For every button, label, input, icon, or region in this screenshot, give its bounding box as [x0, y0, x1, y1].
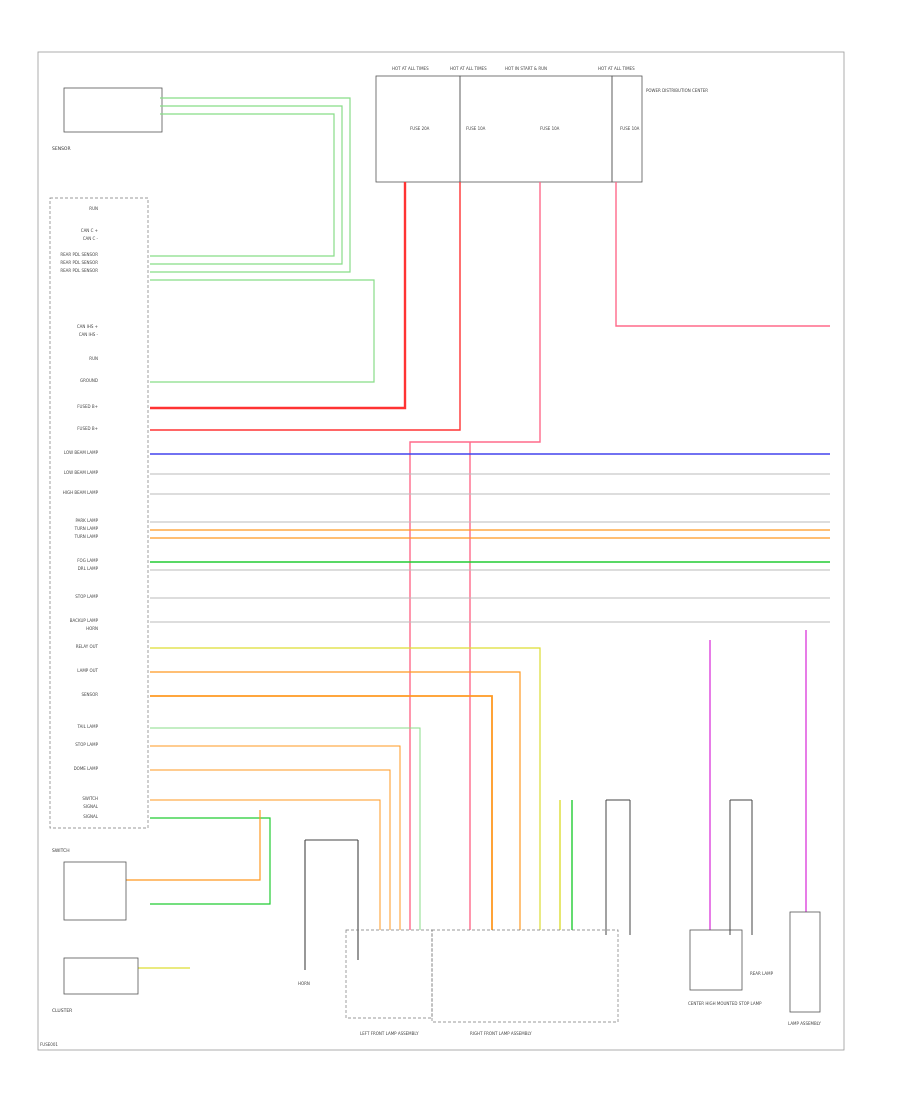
footer-code: FUSE001: [40, 1042, 58, 1047]
switch-box: [63, 861, 127, 921]
top-box-label-2: HOT AT ALL TIMES: [450, 66, 487, 71]
left-pin-label: RUN: [89, 206, 98, 211]
top-box-label-3: HOT IN START & RUN: [505, 66, 547, 71]
fuse-label-3: FUSE 10A: [540, 126, 560, 131]
left-pin-label: LOW BEAM LAMP: [64, 450, 99, 455]
wire-pink-right: [615, 182, 830, 327]
switch-caption: SWITCH: [52, 848, 70, 854]
wire-pink-feed: [409, 182, 541, 930]
wire-orange-branch-2: [150, 745, 401, 930]
left-pin-label: CAN IHS +: [77, 324, 98, 329]
bottom-modules: LEFT FRONT LAMP ASSEMBLY RIGHT FRONT LAM…: [345, 911, 821, 1036]
left-pin-label: LOW BEAM LAMP: [64, 470, 99, 475]
left-pin-label: TAIL LAMP: [77, 724, 99, 729]
left-pin-label: BACKUP LAMP: [70, 618, 99, 623]
lamp-connector-a: [605, 799, 631, 935]
left-pin-label: CAN IHS -: [79, 332, 99, 337]
top-box-label-1: HOT AT ALL TIMES: [392, 66, 429, 71]
left-pin-label: PARK LAMP: [76, 518, 99, 523]
wire-orange-branch: [150, 671, 521, 930]
diagram-frame: [37, 51, 845, 1051]
left-pin-label: DRL LAMP: [78, 566, 99, 571]
left-pin-label: HIGH BEAM LAMP: [63, 490, 99, 495]
controller-module: [49, 197, 149, 829]
wire-green-loop: [150, 279, 375, 383]
left-pin-label: SIGNAL: [83, 814, 99, 819]
module-label-3: CENTER HIGH MOUNTED STOP LAMP: [688, 1001, 762, 1006]
cluster-box: [63, 957, 139, 995]
left-pin-label: DOME LAMP: [74, 766, 99, 771]
fuse-label-1: FUSE 20A: [410, 126, 430, 131]
sensor-caption: SENSOR: [52, 146, 71, 152]
wire-lightgreen-branch: [150, 727, 421, 930]
wire-yellow-branch: [150, 647, 541, 930]
left-pin-label: HORN: [86, 626, 98, 631]
wire-orange-branch-4: [150, 799, 381, 930]
left-pin-label: CAN C +: [81, 228, 98, 233]
power-distribution-center: HOT AT ALL TIMES HOT AT ALL TIMES HOT IN…: [375, 66, 708, 183]
left-pin-label: LAMP OUT: [77, 668, 98, 673]
wire-red-power-2: [150, 182, 461, 431]
left-pin-label: CAN C -: [83, 236, 99, 241]
module-label-4: REAR LAMP: [750, 971, 774, 976]
left-pin-label: FOG LAMP: [77, 558, 98, 563]
left-pin-label: FUSED B+: [77, 426, 98, 431]
wires: [126, 97, 830, 969]
module-label-5: LAMP ASSEMBLY: [788, 1021, 821, 1026]
horn-caption: HORN: [298, 981, 310, 986]
lamp-connector-b: [729, 799, 753, 935]
left-pin-label: RUN: [89, 356, 98, 361]
wire-green-sensor-2: [150, 105, 343, 265]
wire-red-power-1: [150, 182, 407, 410]
fuse-label-2: FUSE 10A: [466, 126, 486, 131]
module-label-1: LEFT FRONT LAMP ASSEMBLY: [360, 1031, 419, 1036]
wire-orange-switch: [126, 810, 261, 881]
horn-connector: [304, 839, 359, 970]
top-box-label-4: HOT AT ALL TIMES: [598, 66, 635, 71]
left-pin-label: SIGNAL: [83, 804, 99, 809]
left-pin-label: GROUND: [80, 378, 98, 383]
left-pin-label: REAR PDL SENSOR: [60, 260, 98, 265]
cluster-caption: CLUSTER: [52, 1008, 72, 1014]
left-pin-labels: RUN CAN C + CAN C - REAR PDL SENSOR REAR PDL…: [60, 206, 98, 819]
left-pin-label: REAR PDL SENSOR: [60, 268, 98, 273]
wire-green-switch: [150, 817, 271, 905]
wire-orange-thick: [150, 695, 493, 930]
top-box-caption: POWER DISTRIBUTION CENTER: [646, 88, 708, 93]
wire-green-sensor-1: [150, 97, 351, 273]
wire-green-sensor-3: [150, 113, 335, 257]
left-pin-label: TURN LAMP: [74, 534, 99, 539]
left-pin-label: STOP LAMP: [75, 594, 98, 599]
left-pin-label: REAR PDL SENSOR: [60, 252, 98, 257]
module-label-2: RIGHT FRONT LAMP ASSEMBLY: [470, 1031, 532, 1036]
left-pin-label: STOP LAMP: [75, 742, 98, 747]
fuse-label-4: FUSE 10A: [620, 126, 640, 131]
left-pin-label: FUSED B+: [77, 404, 98, 409]
left-pin-label: SWITCH: [82, 796, 98, 801]
sensor-box: [63, 87, 163, 133]
left-pin-label: SENSOR: [81, 692, 98, 697]
left-pin-label: TURN LAMP: [74, 526, 99, 531]
wire-orange-branch-3: [150, 769, 391, 930]
left-pin-label: RELAY OUT: [76, 644, 99, 649]
